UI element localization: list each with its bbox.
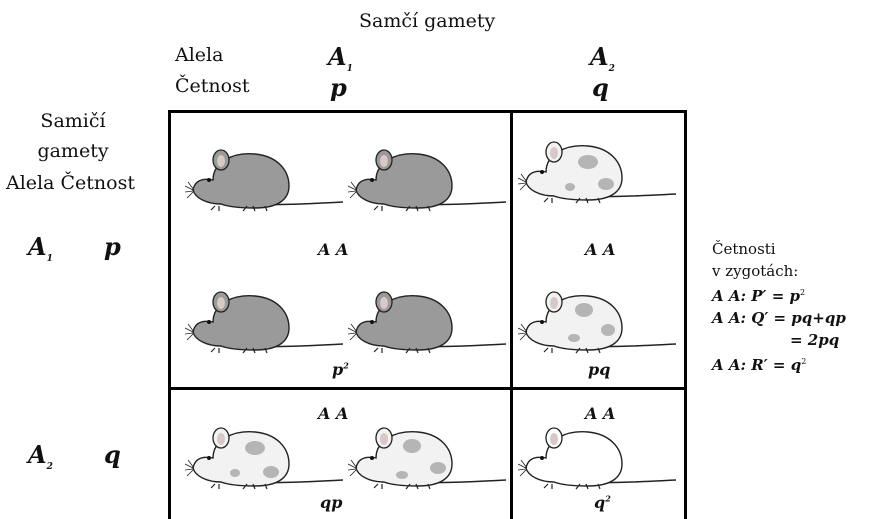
mouse-spotted-4 — [348, 427, 507, 490]
col2-frequency: q — [592, 73, 609, 102]
frequency-label: Četnost — [175, 75, 250, 97]
cell-a2a1-genotype: A A — [318, 404, 349, 423]
row2-frequency: q — [104, 440, 121, 469]
grid-col-divider — [510, 110, 513, 519]
mouse-spotted-2 — [518, 291, 677, 354]
grid-row-divider — [168, 387, 687, 390]
mouse-spotted-3 — [185, 427, 344, 490]
mouse-dark-1 — [185, 149, 344, 212]
allele-label: Alela — [175, 44, 224, 66]
cell-a2a1-frequency: qp — [320, 493, 343, 512]
cell-a2a2-genotype: A A — [585, 404, 616, 423]
cell-a1a2-genotype: A A — [585, 240, 616, 259]
row1-frequency: p — [104, 232, 121, 261]
cell-a1a1-frequency: p2 — [332, 360, 349, 379]
row1-allele: A1 — [28, 232, 53, 264]
col1-allele: A1 — [328, 42, 353, 74]
mouse-white — [518, 427, 677, 490]
female-gametes-title-line1: Samičí — [40, 110, 106, 132]
col1-frequency: p — [330, 73, 347, 102]
allele-frequency-label: Alela Četnost — [6, 172, 135, 194]
male-gametes-title: Samčí gamety — [359, 10, 496, 32]
mouse-dark-2 — [348, 149, 507, 212]
cell-a1a1-genotype: A A — [318, 240, 349, 259]
legend-line2: A A: Q′ = pq+qp — [712, 309, 846, 327]
cell-a2a2-frequency: q2 — [594, 493, 611, 512]
grid-left-border — [168, 110, 171, 519]
legend-line1: A A: P′ = p2 — [712, 287, 806, 305]
legend-line4: A A: R′ = q2 — [712, 356, 807, 374]
legend-title-line2: v zygotách: — [712, 262, 799, 280]
mouse-spotted-1 — [518, 141, 677, 204]
grid-top-border — [168, 110, 687, 113]
cell-a1a2-frequency: pq — [588, 360, 611, 379]
mouse-dark-3 — [185, 291, 344, 354]
row2-allele: A2 — [28, 440, 53, 472]
mouse-dark-4 — [348, 291, 507, 354]
zygote-frequency-legend: Četnosti v zygotách: A A: P′ = p2 A A: Q… — [712, 238, 846, 376]
legend-line3: = 2pq — [790, 331, 840, 349]
female-gametes-title-line2: gamety — [37, 140, 109, 162]
legend-title-line1: Četnosti — [712, 240, 776, 258]
col2-allele: A2 — [590, 42, 615, 74]
grid-right-border — [684, 110, 687, 519]
